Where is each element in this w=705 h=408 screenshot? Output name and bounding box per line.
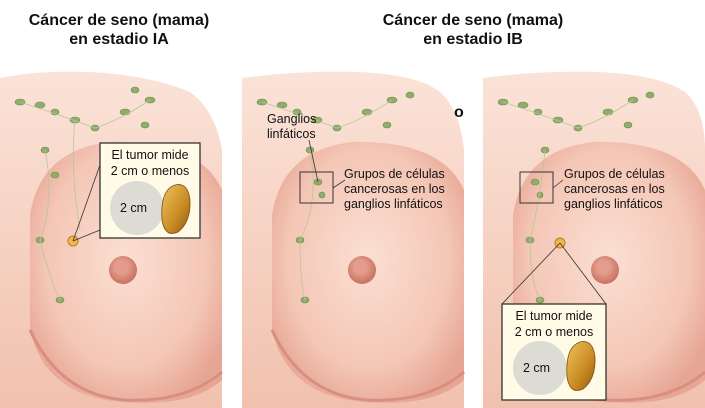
tumor-box-ib2-line1: El tumor mide — [515, 309, 593, 323]
panel-ib1 — [242, 71, 465, 408]
tumor-box-ia-graphics — [99, 142, 201, 239]
title-ib: Cáncer de seno (mama) en estadio IB — [353, 11, 593, 49]
tumor-box-ib2-line2: 2 cm o menos — [514, 325, 594, 339]
tumor-box-ib2-text: El tumor mide 2 cm o menos — [502, 308, 606, 340]
lymph-nodes-ia — [14, 86, 156, 304]
or-separator: o — [454, 104, 464, 121]
title-ib-line2: en estadio IB — [423, 31, 523, 48]
lymph-label-ib1-line2: linfáticos — [267, 127, 316, 141]
size-circle-ib2 — [513, 341, 567, 395]
cells-label-ib2-line3: ganglios linfáticos — [564, 197, 663, 211]
title-ia-line1: Cáncer de seno (mama) — [28, 12, 210, 29]
cells-label-ib1-line3: ganglios linfáticos — [344, 197, 443, 211]
cells-label-ib2: Grupos de células cancerosas en los gang… — [564, 167, 665, 212]
node-highlight-ib1 — [299, 171, 334, 204]
size-label-ib2: 2 cm — [523, 361, 551, 375]
panel-ia — [0, 71, 223, 408]
cells-label-ib1-line1: Grupos de células — [344, 167, 445, 181]
tumor-box-ia-text: El tumor mide 2 cm o menos — [100, 147, 200, 179]
lymph-nodes-ib2 — [497, 91, 655, 304]
tumor-box-ia-line1: El tumor mide — [111, 148, 189, 162]
cells-label-ib2-line2: cancerosas en los — [564, 182, 665, 196]
lymph-label-ib1: Ganglios linfáticos — [267, 112, 316, 142]
size-label-ia: 2 cm — [120, 201, 148, 215]
title-ia: Cáncer de seno (mama) en estadio IA — [0, 11, 238, 49]
title-ia-line2: en estadio IA — [69, 31, 169, 48]
tumor-box-ia-line2: 2 cm o menos — [110, 164, 190, 178]
tumor-icon-ia — [161, 184, 191, 234]
tumor-icon-ib2 — [566, 341, 596, 391]
cells-label-ib2-line1: Grupos de células — [564, 167, 665, 181]
cells-label-ib1-line2: cancerosas en los — [344, 182, 445, 196]
size-circle-ia — [110, 181, 164, 235]
cells-label-ib1: Grupos de células cancerosas en los gang… — [344, 167, 445, 212]
title-ib-line1: Cáncer de seno (mama) — [382, 12, 564, 29]
tumor-box-ib2-graphics — [501, 303, 607, 401]
lymph-label-ib1-line1: Ganglios — [267, 112, 317, 126]
